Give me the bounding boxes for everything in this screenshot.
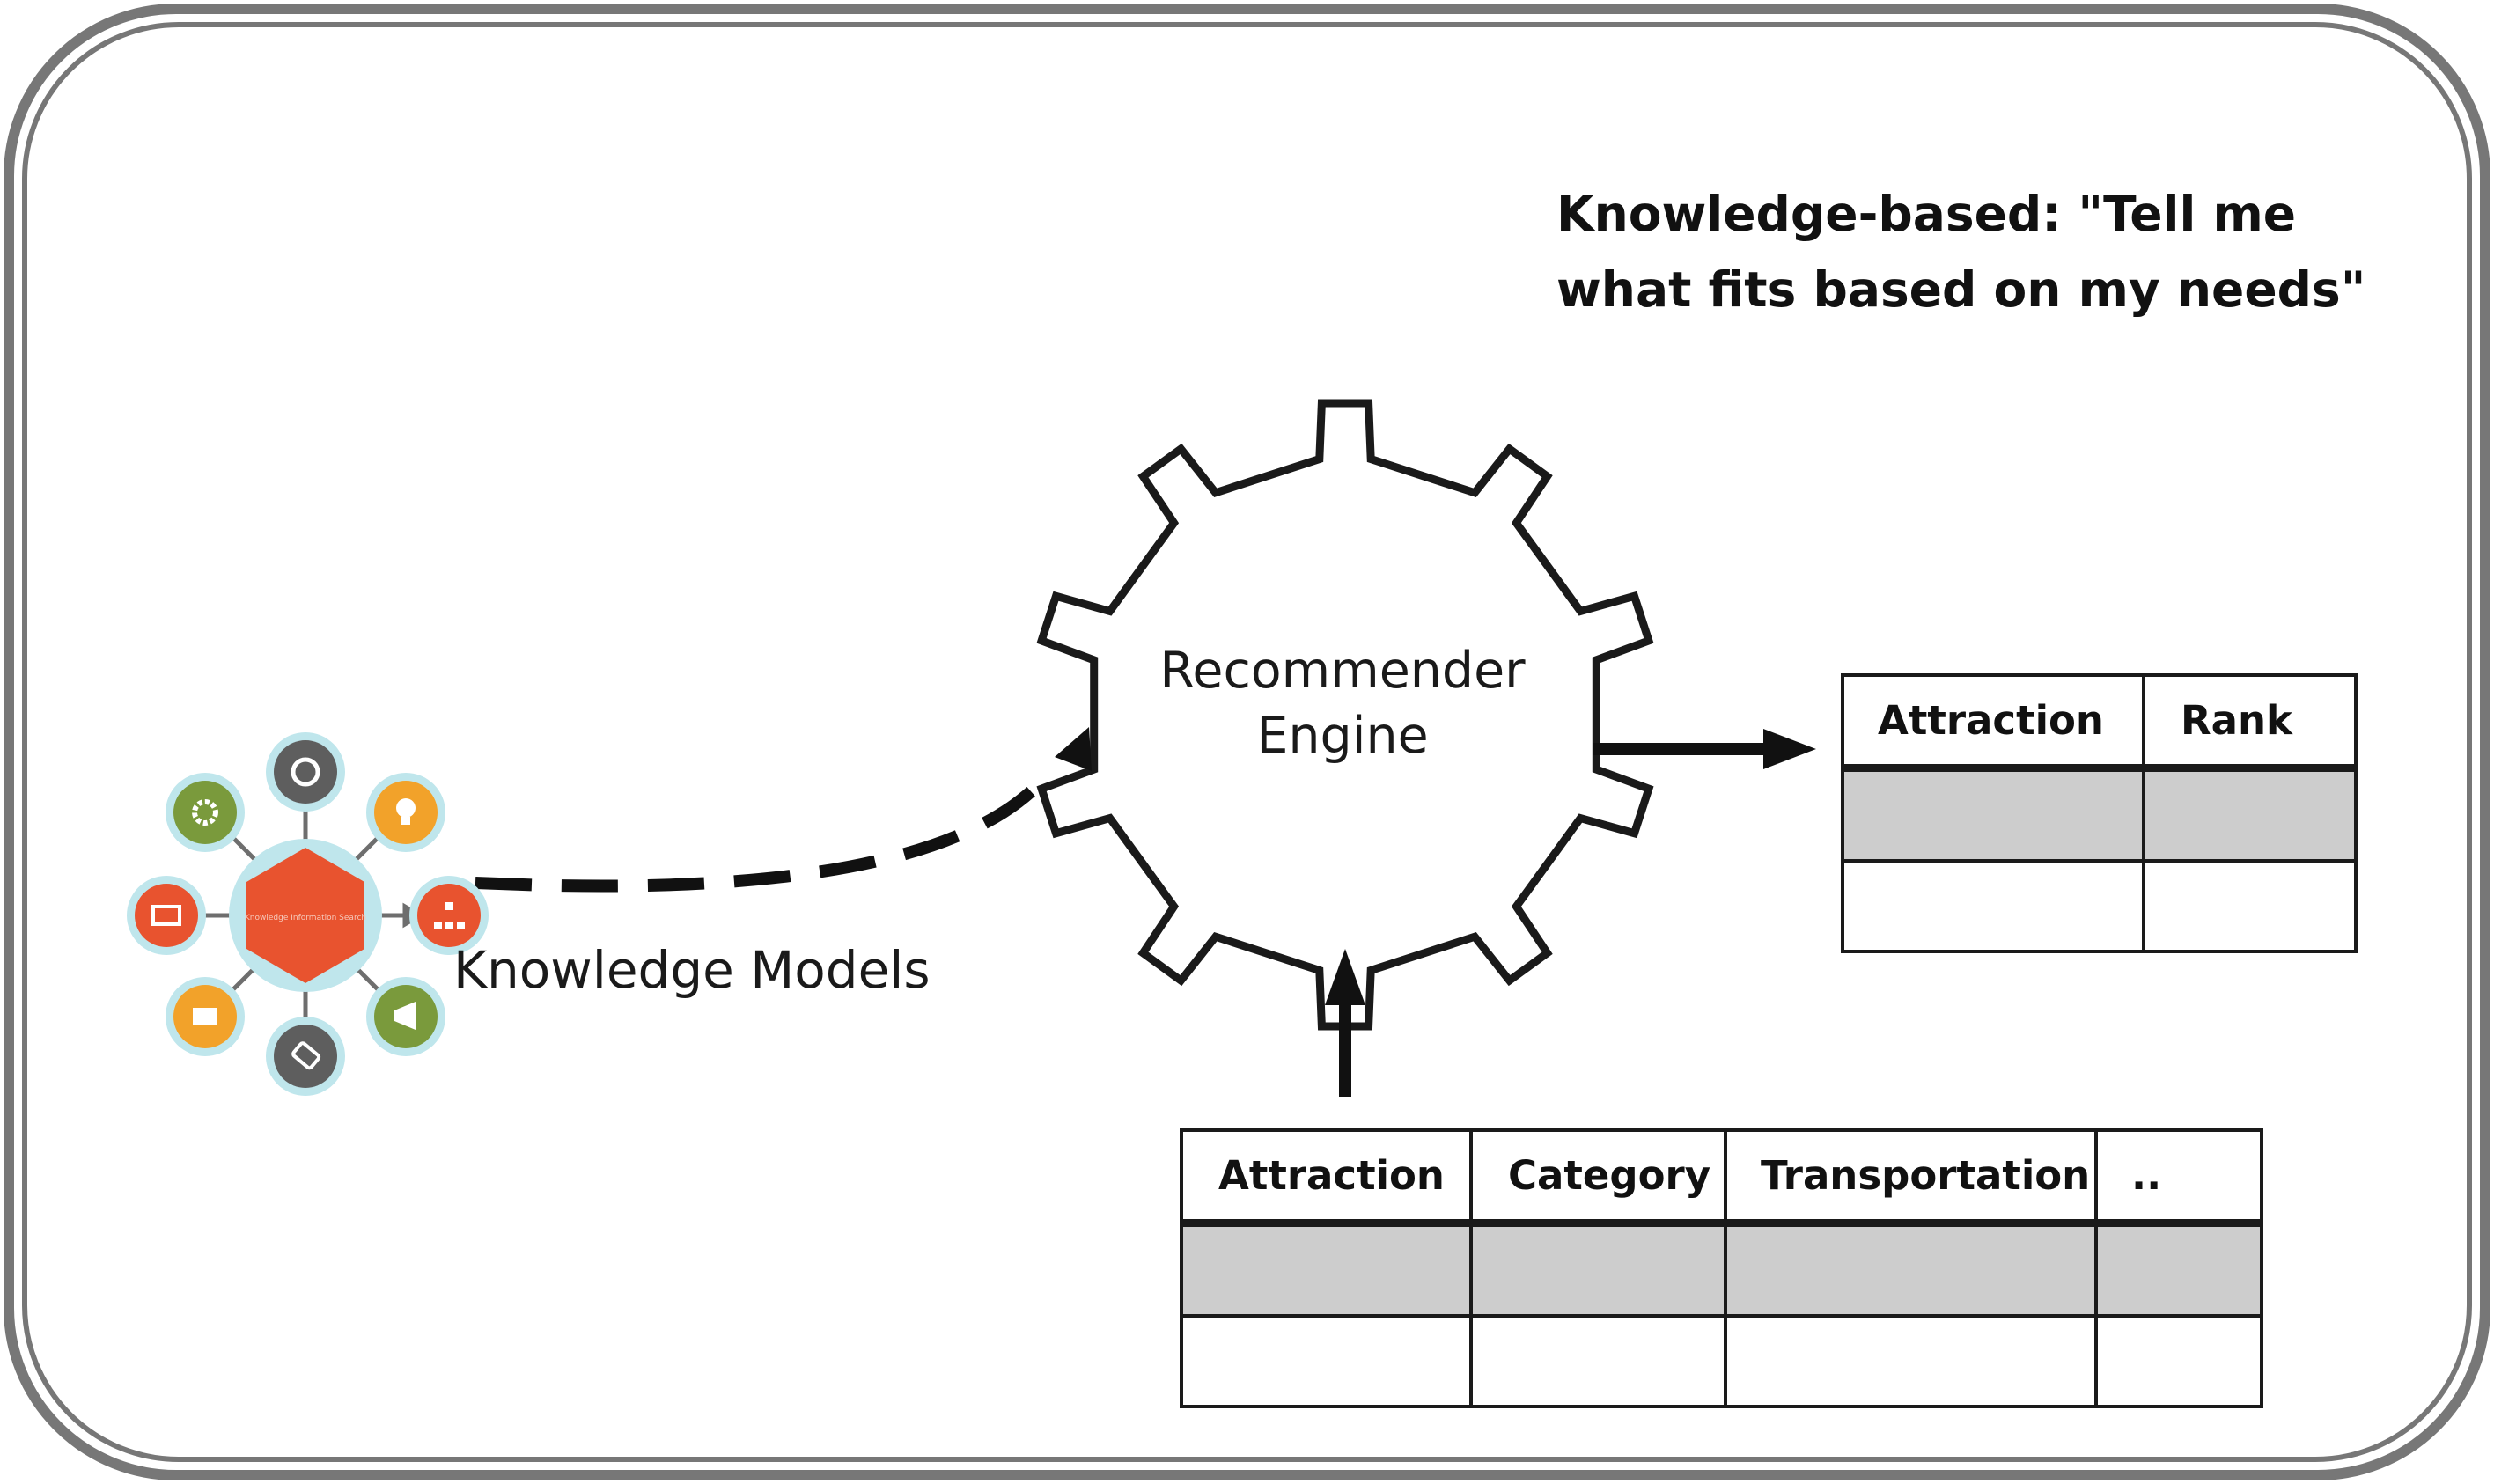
table-row (1841, 859, 2358, 953)
megaphone-icon (394, 1002, 416, 1030)
table-cell (1180, 1314, 1473, 1408)
network-node-megaphone (366, 977, 445, 1056)
table-cell (2094, 1314, 2263, 1408)
title-line-1: Knowledge-based: "Tell me (1556, 186, 2297, 242)
network-node-hierarchy (409, 876, 489, 955)
table-row (1180, 1221, 2263, 1318)
table-header-cell: Category (1469, 1128, 1727, 1227)
knowledge-models-graphic: Knowledge Information Search (127, 732, 489, 1096)
hub-text: Knowledge Information Search (245, 914, 366, 922)
monitor-icon (151, 905, 181, 926)
network-node-lightbulb (366, 773, 445, 852)
dashed-arrowhead (1055, 727, 1092, 771)
network-node-tag (266, 1017, 345, 1096)
chart-icon (291, 757, 320, 787)
table-row (1841, 766, 2358, 863)
table-cell (2142, 766, 2358, 863)
mail-icon (193, 1008, 217, 1025)
tag-icon (291, 1041, 321, 1070)
dashed-arrow (475, 770, 1053, 893)
network-node-gear (166, 773, 245, 852)
gear-small-icon (192, 799, 218, 826)
table-cell (1469, 1314, 1727, 1408)
network-node-chart (266, 732, 345, 812)
knowledge-hub (246, 848, 364, 983)
hierarchy-icon (434, 902, 465, 929)
table-header-cell: Attraction (1180, 1128, 1473, 1227)
lightbulb-icon (396, 798, 416, 818)
table-cell (1724, 1221, 2098, 1318)
output-arrowhead (1763, 729, 1816, 769)
table-cell (1469, 1221, 1727, 1318)
output-table: Attraction Rank (1841, 673, 2358, 953)
table-cell (1180, 1221, 1473, 1318)
knowledge-models-label: Knowledge Models (453, 940, 931, 1000)
input-arrowhead (1325, 949, 1365, 1005)
title-line-2: what fits based on my needs" (1556, 261, 2366, 318)
table-header-cell: Transportation (1724, 1128, 2098, 1227)
table-header-cell: Rank (2142, 673, 2358, 772)
table-cell (2142, 859, 2358, 953)
table-cell (1841, 859, 2145, 953)
engine-line-1: Recommender (1159, 642, 1526, 700)
table-header-row: Attraction Category Transportation .. (1180, 1128, 2263, 1227)
table-header-cell: Attraction (1841, 673, 2145, 772)
table-cell (1841, 766, 2145, 863)
table-cell (1724, 1314, 2098, 1408)
network-node-mail (166, 977, 245, 1056)
input-table: Attraction Category Transportation .. (1180, 1128, 2263, 1408)
engine-line-2: Engine (1256, 707, 1429, 765)
network-node-monitor (127, 876, 206, 955)
gear-icon (1036, 399, 1654, 1031)
table-header-cell: .. (2094, 1128, 2263, 1227)
table-cell (2094, 1221, 2263, 1318)
recommender-engine-label: Recommender Engine (1083, 638, 1602, 768)
diagram-title: Knowledge-based: "Tell me what fits base… (1556, 176, 2437, 327)
table-header-row: Attraction Rank (1841, 673, 2358, 772)
table-row (1180, 1314, 2263, 1408)
